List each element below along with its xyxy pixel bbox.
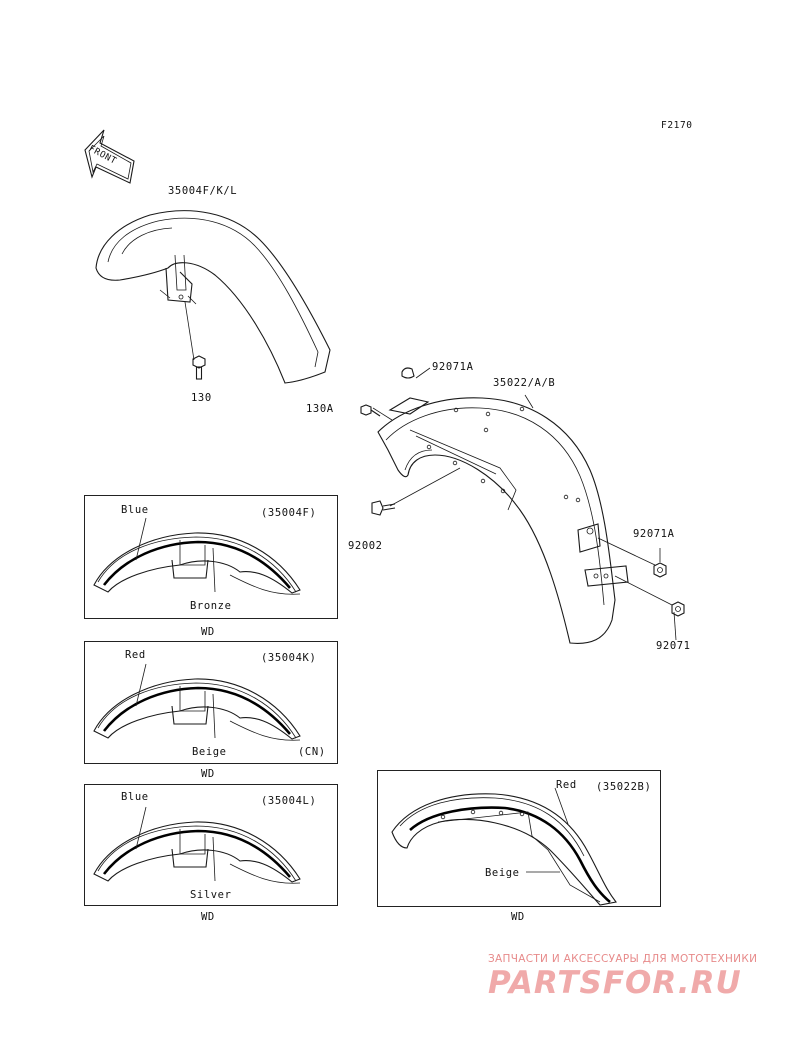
fender-outline <box>212 836 216 882</box>
part-label-rear-fender: 35022/A/B <box>493 377 556 389</box>
variant-box-35022b: Red (35022B) Beige <box>377 770 661 907</box>
market-label: WD <box>201 768 215 780</box>
variant-code: (35004K) <box>261 652 317 664</box>
fender-outline <box>97 682 297 739</box>
watermark-tagline: ЗАПЧАСТИ И АКСЕССУАРЫ ДЛЯ МОТОТЕХНИКИ <box>488 953 758 965</box>
fender-outline <box>171 848 209 868</box>
fender-outline <box>212 693 216 739</box>
watermark-logo: PARTSFOR.RU <box>488 965 742 1001</box>
fender-outline <box>229 863 301 884</box>
base-color: Beige <box>192 746 227 758</box>
stripe-color: Blue <box>121 504 149 516</box>
market-label: WD <box>201 626 215 638</box>
market-label: WD <box>201 911 215 923</box>
part-label-rear-bolt: 130A <box>306 403 334 415</box>
fender-outline <box>229 574 301 595</box>
fender-outline <box>171 559 209 579</box>
fender-outline <box>135 663 147 707</box>
fender-outline <box>102 540 291 589</box>
fender-outline <box>179 540 206 566</box>
rear-variant-fender-drawing <box>391 787 617 906</box>
variant-code: (35004L) <box>261 795 317 807</box>
variant-box-35004k: Red (35004K) Beige (CN) <box>84 641 338 764</box>
stripe-color: Red <box>556 779 577 791</box>
fender-outline <box>97 825 297 882</box>
fender-outline <box>102 829 291 878</box>
variant-code: (35022B) <box>596 781 652 793</box>
variant-box-35004f: Blue (35004F) Bronze <box>84 495 338 619</box>
part-label-rear-nut: 92071 <box>656 640 691 652</box>
part-label-rear-screw: 92002 <box>348 540 383 552</box>
fender-outline <box>93 532 301 594</box>
part-label-clip-right: 92071A <box>633 528 675 540</box>
part-label-front-fender: 35004F/K/L <box>168 185 238 197</box>
part-label-front-bolt: 130 <box>191 392 212 404</box>
base-color: Bronze <box>190 600 232 612</box>
market-label: WD <box>511 911 525 923</box>
front-fender-drawing <box>95 210 331 384</box>
fender-outline <box>102 686 291 735</box>
market-note: (CN) <box>298 746 326 758</box>
front-arrow-icon <box>84 129 135 184</box>
fender-outline <box>135 517 147 561</box>
variant-fender-drawing <box>93 517 301 595</box>
part-label-clip-top: 92071A <box>432 361 474 373</box>
variant-code: (35004F) <box>261 507 317 519</box>
fender-outline <box>93 678 301 740</box>
stripe-color: Blue <box>121 791 149 803</box>
fender-outline <box>171 705 209 725</box>
fender-outline <box>229 720 301 741</box>
fender-outline <box>93 821 301 883</box>
fender-outline <box>135 806 147 850</box>
variant-box-35004l: Blue (35004L) Silver <box>84 784 338 906</box>
fender-outline <box>179 829 206 855</box>
base-color: Beige <box>485 867 520 879</box>
fender-outline <box>97 536 297 593</box>
base-color: Silver <box>190 889 232 901</box>
stripe-color: Red <box>125 649 146 661</box>
fender-outline <box>179 686 206 712</box>
variant-fender-drawing <box>93 806 301 884</box>
diagram-code: F2170 <box>661 120 693 131</box>
fender-outline <box>212 547 216 593</box>
rear-fender-drawing <box>360 367 685 644</box>
variant-fender-drawing <box>93 663 301 741</box>
